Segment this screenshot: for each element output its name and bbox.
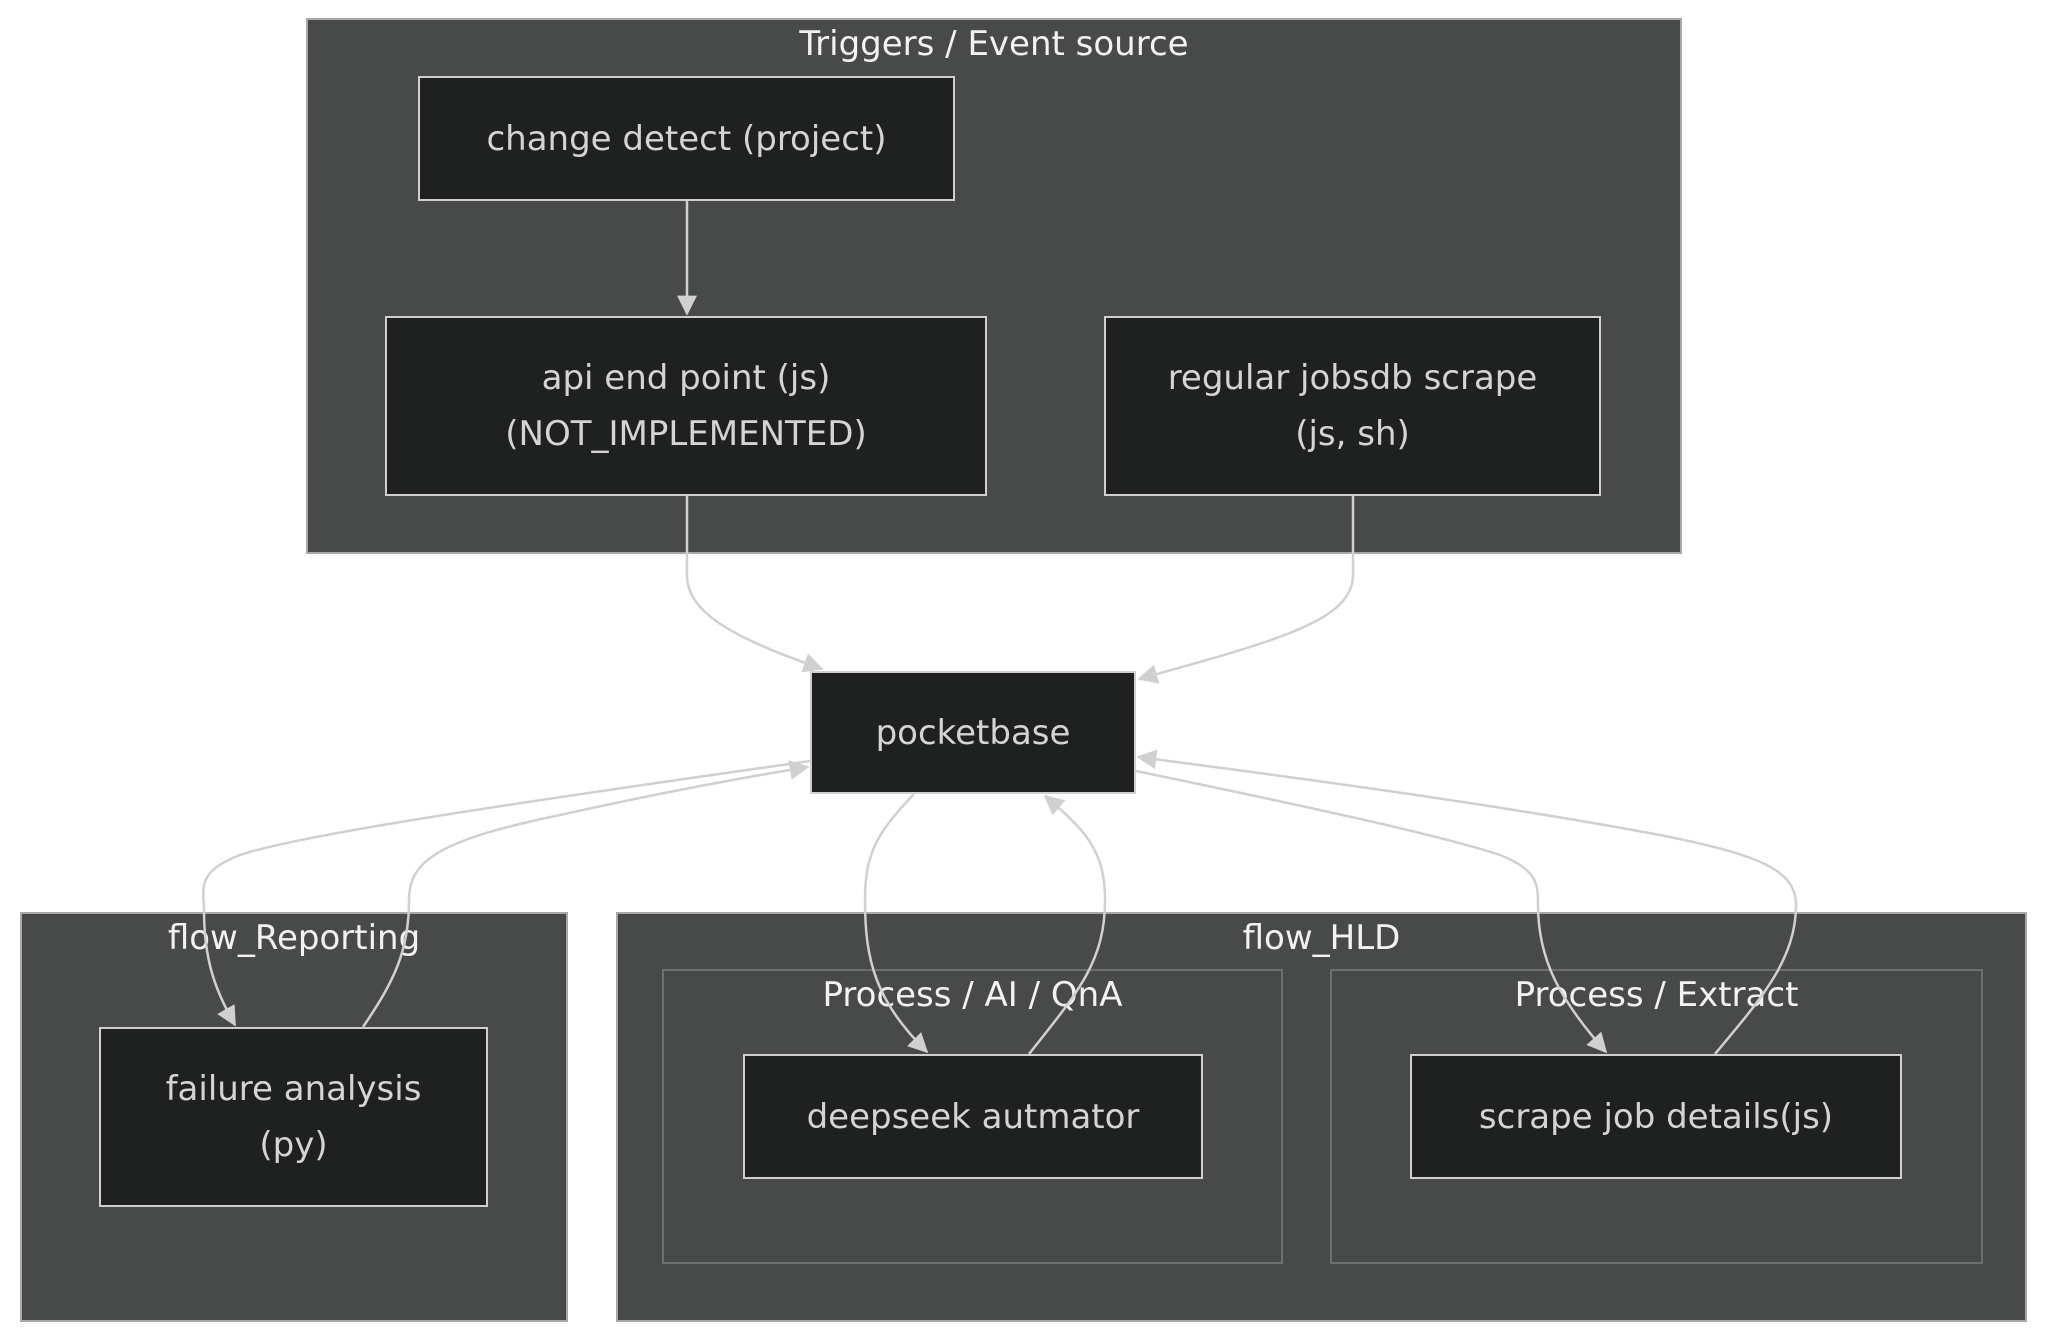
cluster-title: flow_Reporting bbox=[167, 918, 421, 958]
node-deepseek-automator[interactable]: deepseek autmator bbox=[743, 1054, 1203, 1179]
node-label: scrape job details(js) bbox=[1478, 1096, 1834, 1137]
node-label: api end point (js) bbox=[541, 358, 831, 398]
node-failure-analysis[interactable]: failure analysis (py) bbox=[99, 1027, 488, 1207]
node-scrape-job-details[interactable]: scrape job details(js) bbox=[1410, 1054, 1902, 1179]
cluster-title: Triggers / Event source bbox=[799, 24, 1189, 64]
node-label: change detect (project) bbox=[486, 118, 887, 159]
cluster-title: flow_HLD bbox=[1242, 918, 1401, 958]
node-label: failure analysis bbox=[165, 1069, 422, 1109]
cluster-title: Process / AI / QnA bbox=[822, 975, 1123, 1015]
node-label: pocketbase bbox=[875, 712, 1071, 753]
node-pocketbase[interactable]: pocketbase bbox=[810, 671, 1136, 794]
cluster-title: Process / Extract bbox=[1514, 975, 1799, 1015]
node-label: deepseek autmator bbox=[806, 1096, 1140, 1137]
node-label: (py) bbox=[259, 1125, 328, 1165]
node-label: regular jobsdb scrape bbox=[1167, 358, 1538, 398]
node-api-endpoint[interactable]: api end point (js) (NOT_IMPLEMENTED) bbox=[385, 316, 987, 496]
node-label: (js, sh) bbox=[1295, 414, 1410, 454]
node-label: (NOT_IMPLEMENTED) bbox=[505, 414, 867, 454]
node-jobsdb-scrape[interactable]: regular jobsdb scrape (js, sh) bbox=[1104, 316, 1601, 496]
node-change-detect[interactable]: change detect (project) bbox=[418, 76, 955, 201]
